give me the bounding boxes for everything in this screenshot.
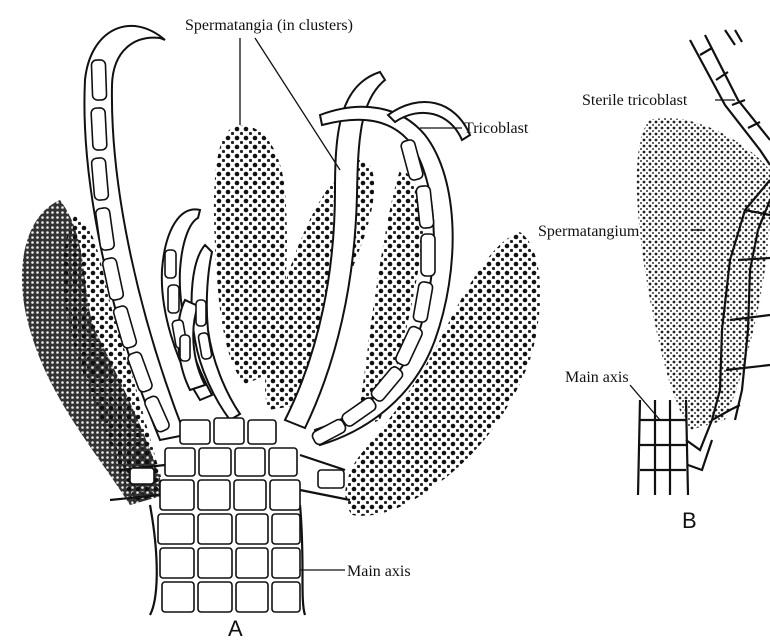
panel-label-b: B — [682, 508, 697, 533]
label-main-axis-a: Main axis — [347, 563, 411, 580]
branch-cell-left — [130, 468, 154, 484]
label-spermatangia-clusters: Spermatangia (in clusters) — [185, 17, 353, 34]
main-axis-a-cells — [158, 418, 300, 612]
label-spermatangium: Spermatangium — [538, 223, 640, 240]
label-main-axis-b: Main axis — [565, 369, 629, 386]
panel-label-a: A — [228, 616, 243, 641]
panel-a-figure — [22, 26, 540, 615]
label-sterile-tricoblast: Sterile tricoblast — [582, 92, 688, 109]
label-tricoblast: Tricoblast — [464, 120, 529, 137]
branch-cell-right — [318, 470, 344, 488]
